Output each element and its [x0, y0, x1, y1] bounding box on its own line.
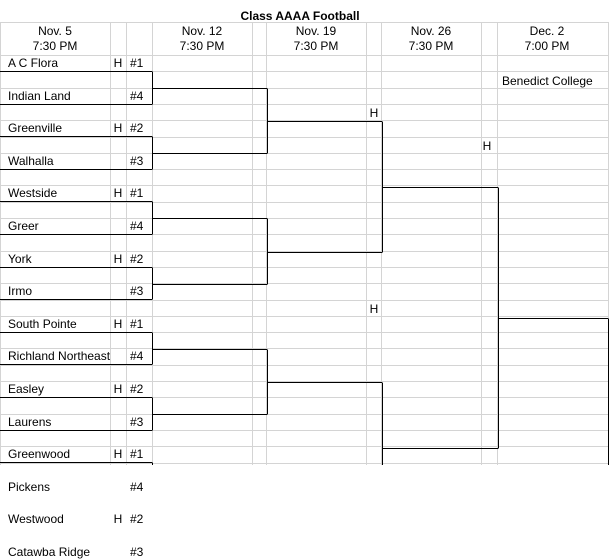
seed-label: #1 — [130, 317, 144, 331]
home-marker: H — [113, 382, 123, 396]
round4-date: Nov. 26 — [410, 24, 452, 38]
team-name: Westside — [8, 186, 58, 200]
round3-date: Nov. 19 — [295, 24, 337, 38]
page-title: Class AAAA Football — [240, 9, 360, 23]
team-name: Richland Northeast — [8, 349, 111, 363]
round2-time: 7:30 PM — [179, 39, 225, 53]
round3-home-marker: H — [369, 106, 379, 120]
round5-time: 7:00 PM — [524, 39, 570, 53]
team-name: Catawba Ridge — [8, 545, 91, 559]
seed-label: #4 — [130, 89, 144, 103]
team-name: South Pointe — [8, 317, 77, 331]
team-name: Pickens — [8, 480, 51, 494]
round4-home-marker: H — [482, 139, 492, 153]
team-name: Irmo — [8, 284, 32, 298]
team-name: Greer — [8, 219, 39, 233]
bracket-sheet: Class AAAA Football Nov. 5 7:30 PM Nov. … — [0, 9, 609, 559]
seed-label: #3 — [130, 545, 144, 559]
team-name: Laurens — [8, 415, 52, 429]
seed-label: #1 — [130, 186, 144, 200]
seed-label: #3 — [130, 415, 144, 429]
final-venue: Benedict College — [502, 74, 593, 88]
team-name: Walhalla — [8, 154, 54, 168]
team-name: York — [8, 252, 32, 266]
seed-label: #4 — [130, 480, 144, 494]
home-marker: H — [113, 252, 123, 266]
seed-label: #2 — [130, 382, 144, 396]
team-name: A C Flora — [8, 56, 59, 70]
bracket-lines — [0, 71, 609, 465]
team-name: Greenwood — [8, 447, 71, 461]
team-name: Easley — [8, 382, 45, 396]
seed-label: #2 — [130, 121, 144, 135]
round1-time: 7:30 PM — [32, 39, 78, 53]
home-marker: H — [113, 512, 123, 526]
round3-time: 7:30 PM — [293, 39, 339, 53]
seed-label: #2 — [130, 252, 144, 266]
seed-label: #1 — [130, 447, 144, 461]
round3-home-marker: H — [369, 302, 379, 316]
team-name: Greenville — [8, 121, 63, 135]
seed-label: #3 — [130, 284, 144, 298]
home-marker: H — [113, 121, 123, 135]
round4-time: 7:30 PM — [408, 39, 454, 53]
round5-date: Dec. 2 — [529, 24, 565, 38]
team-name: Westwood — [8, 512, 64, 526]
seed-label: #3 — [130, 154, 144, 168]
team-name: Indian Land — [8, 89, 71, 103]
home-marker: H — [113, 317, 123, 331]
round1-date: Nov. 5 — [38, 24, 72, 38]
seed-label: #2 — [130, 512, 144, 526]
home-marker: H — [113, 447, 123, 461]
seed-label: #1 — [130, 56, 144, 70]
spreadsheet-grid — [0, 22, 609, 465]
home-marker: H — [113, 56, 123, 70]
home-marker: H — [113, 186, 123, 200]
seed-label: #4 — [130, 349, 144, 363]
round2-date: Nov. 12 — [181, 24, 223, 38]
seed-label: #4 — [130, 219, 144, 233]
